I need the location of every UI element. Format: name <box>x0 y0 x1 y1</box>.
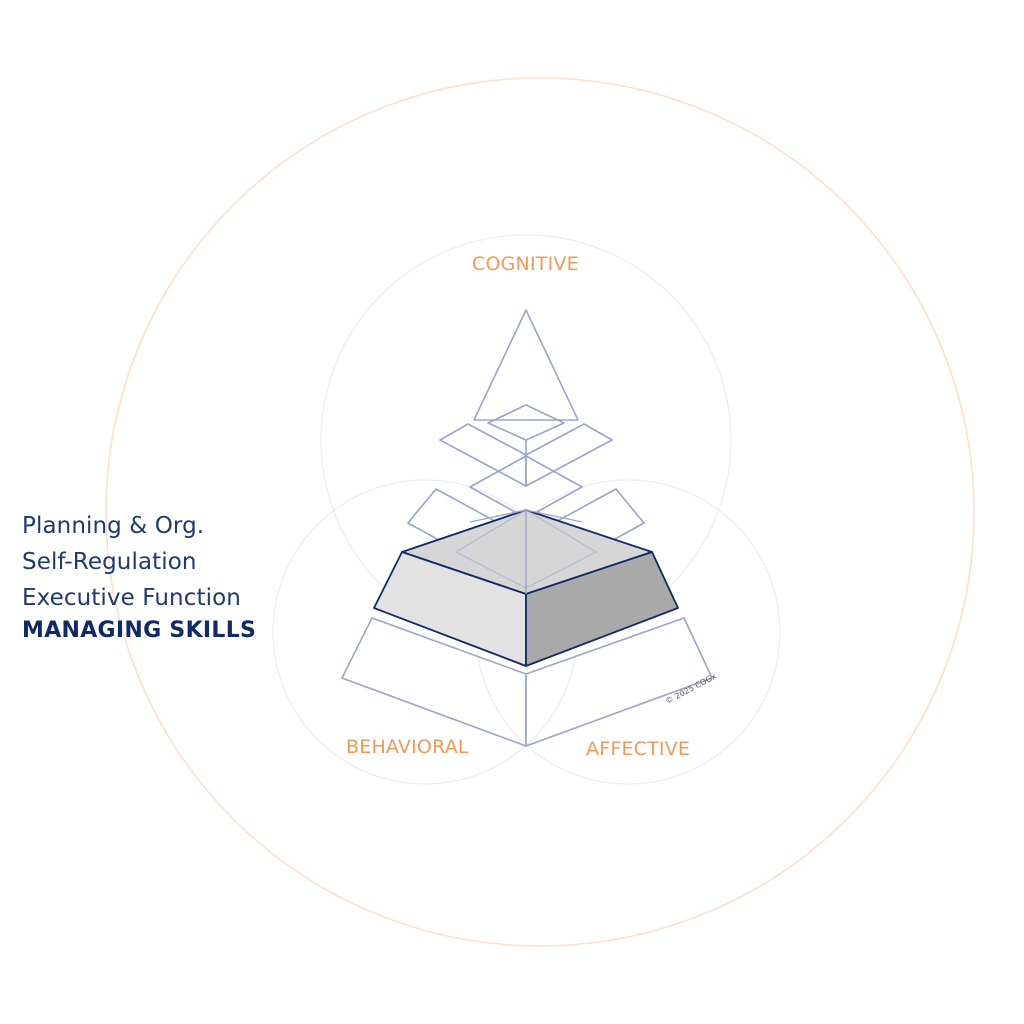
skills-list: Planning & Org. Self-Regulation Executiv… <box>22 508 256 646</box>
level-4-right-face <box>525 551 679 667</box>
affective-label: AFFECTIVE <box>586 738 691 760</box>
pyramid-level-4-highlighted <box>373 509 679 667</box>
skill-item-planning: Planning & Org. <box>22 513 205 539</box>
outer-ring <box>105 77 975 947</box>
skill-item-self-regulation: Self-Regulation <box>22 549 197 575</box>
skill-item-executive-function: Executive Function <box>22 585 241 611</box>
pyramid-level-2 <box>439 404 613 487</box>
behavioral-label: BEHAVIORAL <box>346 736 469 758</box>
level-4-inner-outline <box>455 509 597 594</box>
cognitive-label: COGNITIVE <box>472 253 579 275</box>
skills-title: MANAGING SKILLS <box>22 618 257 643</box>
pyramid-level-1 <box>473 309 579 421</box>
pyramid-level-5 <box>341 617 713 747</box>
